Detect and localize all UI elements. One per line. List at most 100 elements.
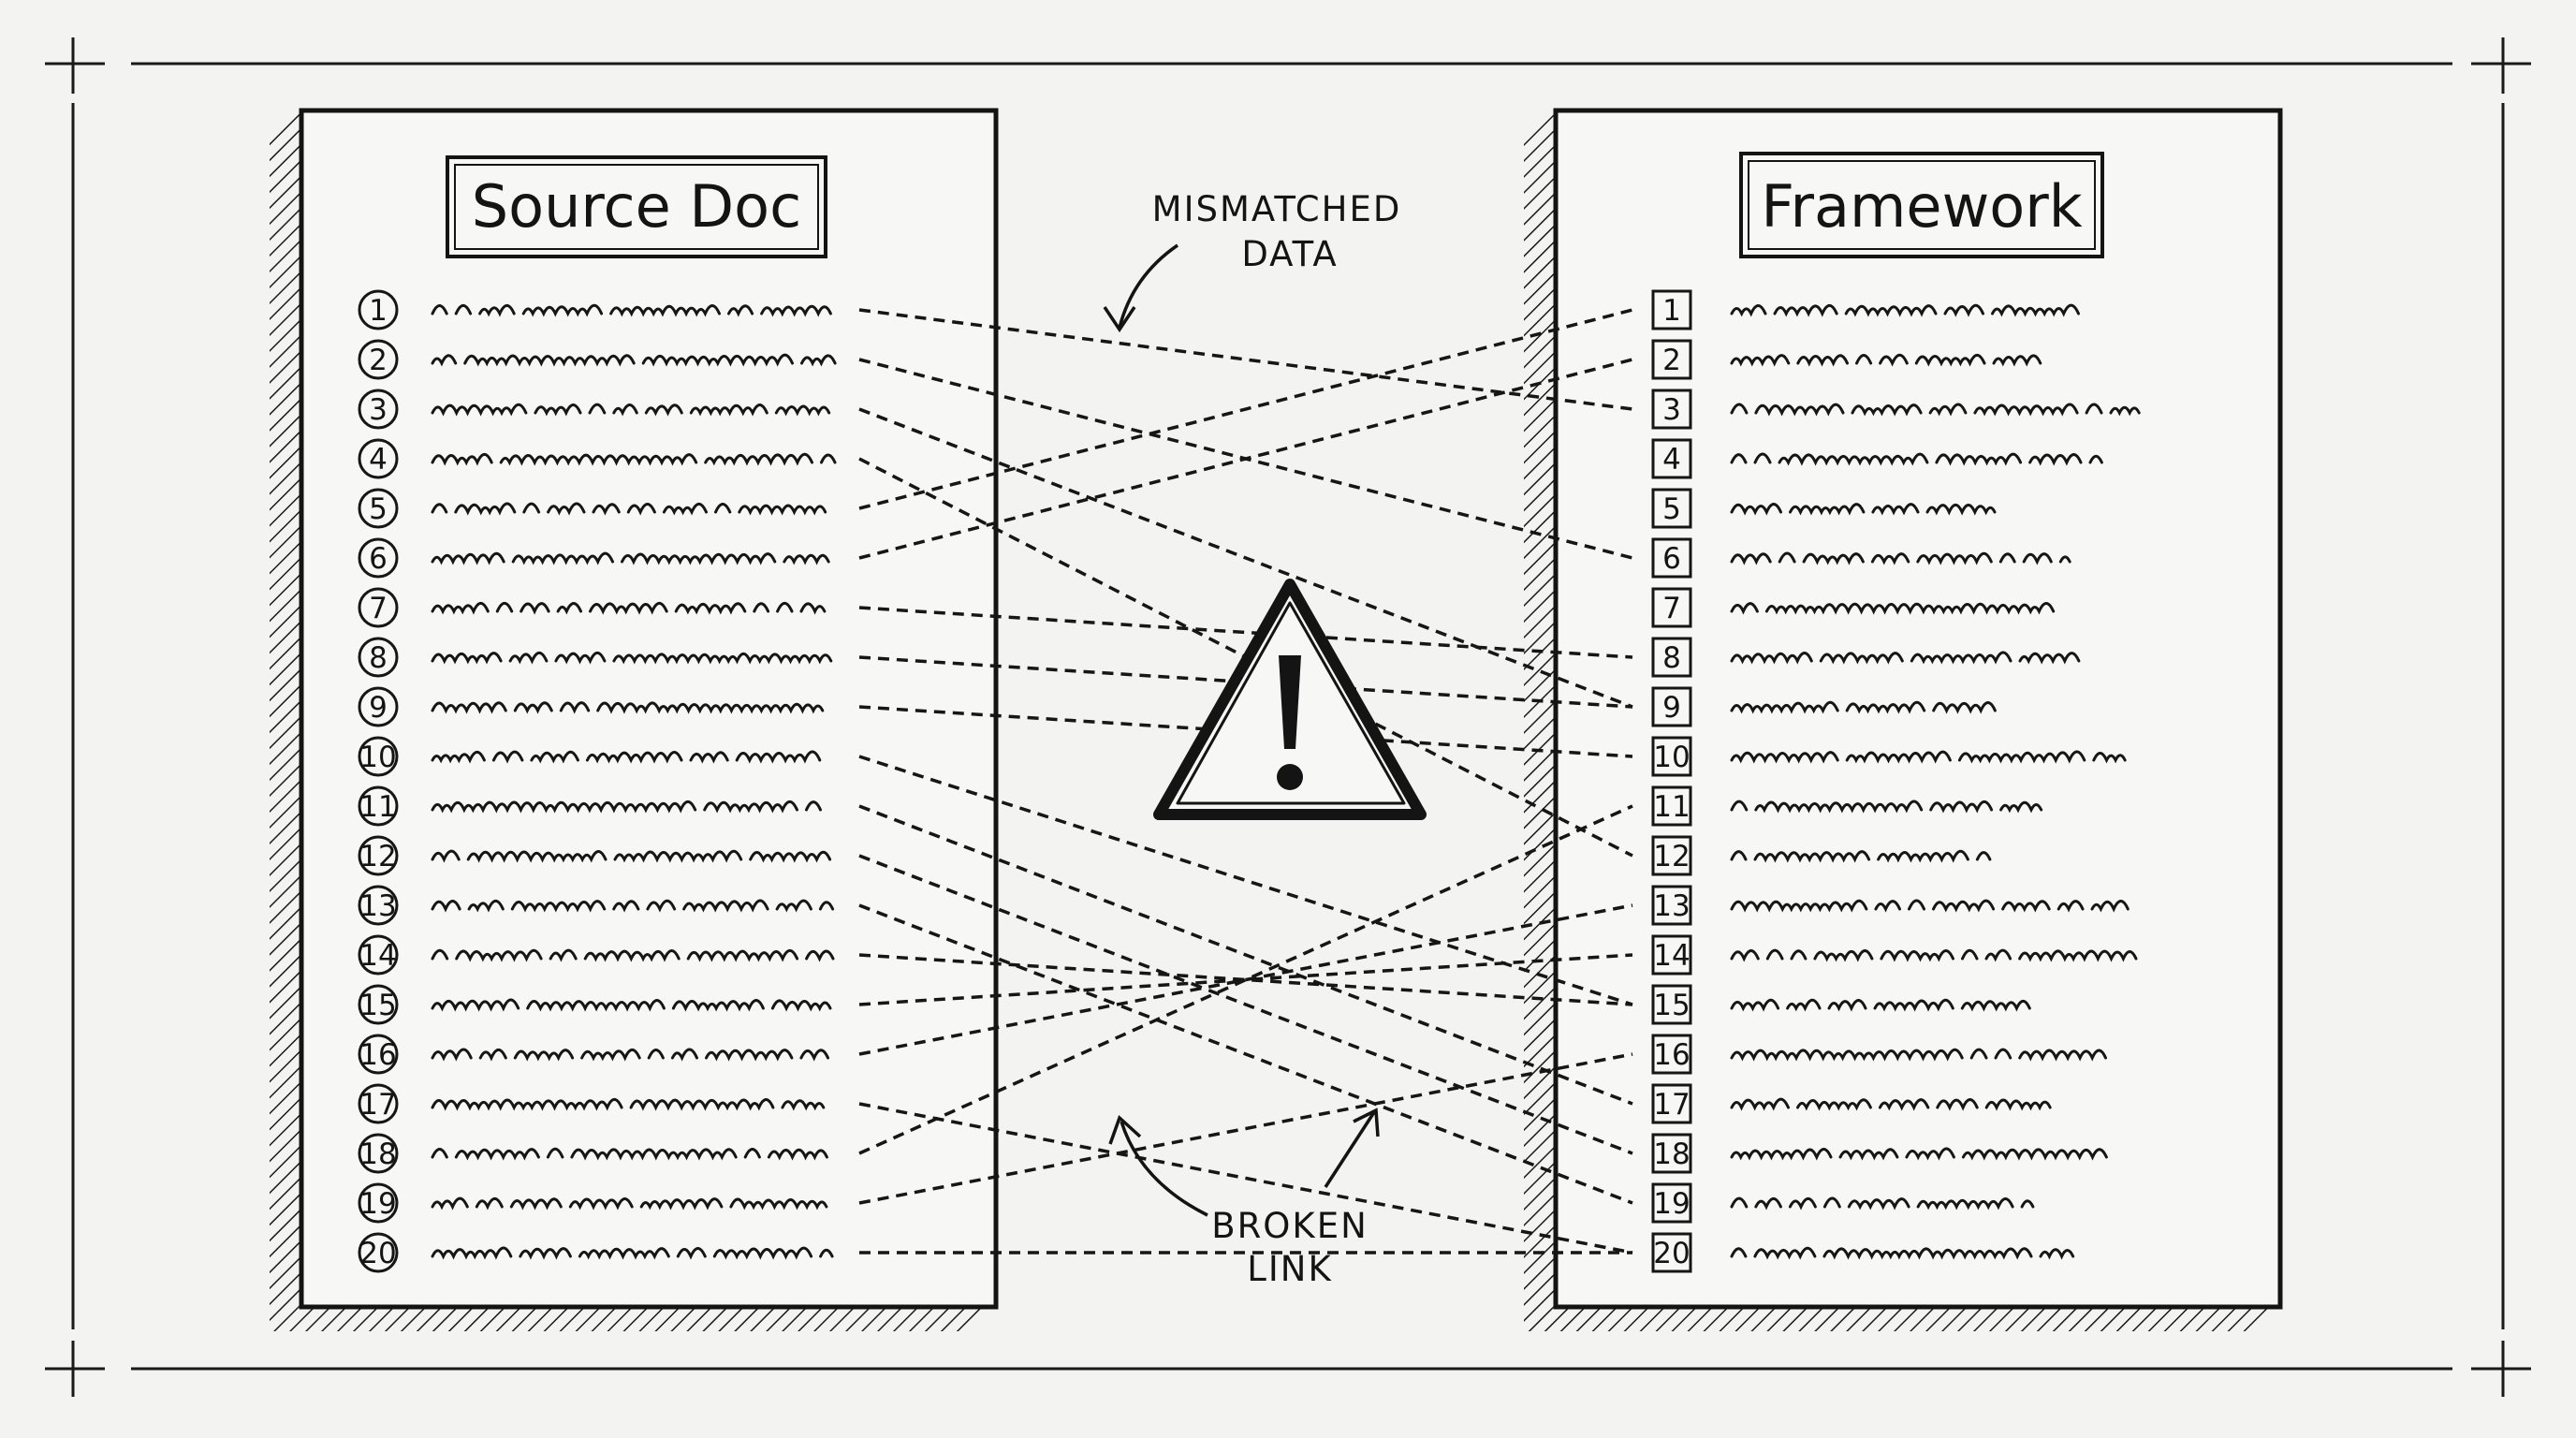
scribbled-text-line — [1730, 800, 2043, 814]
framework-list-item: 11 — [1651, 785, 2043, 827]
item-number-label: 10 — [359, 741, 396, 774]
scribbled-text-line — [1730, 948, 2138, 962]
mapping-link-line — [858, 903, 1633, 1056]
right-title-box — [1739, 152, 2104, 258]
scribbled-text-line — [431, 452, 837, 466]
framework-list-item: 20 — [1651, 1232, 2075, 1273]
broken-link-annotation: BROKEN LINK — [1108, 1108, 1380, 1289]
scribbled-text-line — [1730, 998, 2031, 1012]
corner-marks — [45, 37, 2531, 1397]
broken-arrow-right-head — [1353, 1108, 1380, 1137]
scribbled-text-line — [1730, 1196, 2035, 1211]
broken-arrow-left-head — [1108, 1114, 1142, 1145]
item-number-circle — [358, 835, 399, 876]
left-title-box — [446, 155, 827, 258]
item-number-label: 20 — [1653, 1237, 1690, 1270]
scribbled-text-line — [1730, 1048, 2107, 1062]
framework-list-item: 18 — [1651, 1133, 2115, 1174]
item-number-circle — [358, 587, 399, 628]
item-number-label: 16 — [1653, 1038, 1690, 1072]
framework-list-item: 6 — [1651, 537, 2071, 579]
item-number-label: 9 — [369, 691, 388, 725]
scribbled-text-line — [431, 701, 825, 714]
scribbled-text-line — [431, 601, 827, 615]
source-doc-panel: Source Doc 12345678910111213141516171819… — [270, 108, 999, 1331]
item-number-box — [1651, 438, 1692, 479]
mapping-link-line — [858, 705, 1633, 758]
mapping-link-line — [858, 308, 1633, 510]
source-list-item: 16 — [358, 1034, 838, 1075]
item-number-box — [1651, 885, 1692, 926]
item-number-box — [1651, 389, 1692, 430]
framework-list-item: 13 — [1651, 885, 2137, 926]
source-list-item: 1 — [358, 289, 832, 330]
item-number-label: 4 — [1662, 443, 1681, 477]
source-list-item: 10 — [358, 736, 829, 777]
mapping-link-line — [858, 358, 1633, 560]
scribbled-text-line — [431, 651, 833, 665]
item-number-box — [1651, 339, 1692, 380]
source-list-item: 2 — [358, 339, 837, 380]
framework-list-item: 4 — [1651, 438, 2103, 479]
mapping-link-line — [858, 903, 1633, 1205]
item-number-label: 12 — [359, 840, 396, 873]
scribbled-text-line — [1730, 849, 1992, 863]
scribbled-text-line — [431, 502, 827, 516]
item-number-circle — [358, 686, 399, 727]
source-list-item: 13 — [358, 885, 835, 926]
left-panel-shadow-bottom — [270, 1307, 996, 1331]
scribbled-text-line — [431, 899, 835, 913]
source-list-item: 3 — [358, 389, 831, 430]
framework-list-item: 14 — [1651, 934, 2138, 976]
item-number-circle — [358, 1133, 399, 1174]
item-number-box — [1651, 736, 1692, 777]
item-number-label: 17 — [1653, 1088, 1690, 1122]
item-number-label: 2 — [369, 344, 388, 377]
warning-triangle-icon — [1153, 579, 1427, 820]
item-number-circle — [358, 934, 399, 976]
item-number-label: 5 — [1662, 492, 1681, 526]
broken-label-line1: BROKEN — [1211, 1206, 1368, 1246]
left-title-box-inner — [454, 164, 819, 250]
framework-list-item: 7 — [1651, 587, 2063, 628]
item-number-box — [1651, 1083, 1692, 1124]
item-number-circle — [358, 537, 399, 579]
item-number-circle — [358, 389, 399, 430]
source-list-item: 14 — [358, 934, 835, 976]
framework-list-item: 1 — [1651, 289, 2087, 330]
item-number-box — [1651, 934, 1692, 976]
mapping-link-line — [858, 655, 1633, 709]
scribbled-text-line — [431, 849, 832, 863]
item-number-box — [1651, 1034, 1692, 1075]
item-number-label: 14 — [1653, 939, 1690, 973]
mapping-link-line — [858, 1102, 1633, 1255]
mismatched-arrow-head — [1103, 306, 1136, 333]
scribbled-text-line — [431, 1196, 828, 1211]
item-number-box — [1651, 984, 1692, 1025]
scribbled-text-line — [1730, 353, 2042, 367]
mapping-links — [858, 308, 1633, 1255]
item-number-circle — [358, 984, 399, 1025]
item-number-label: 4 — [369, 443, 388, 477]
framework-list-item: 2 — [1651, 339, 2042, 380]
item-number-circle — [358, 785, 399, 827]
source-list-item: 20 — [358, 1232, 834, 1273]
source-list-item: 6 — [358, 537, 830, 579]
right-panel-shadow-side — [1524, 110, 1556, 1314]
scribbled-text-line — [1730, 403, 2141, 417]
scribbled-text-line — [431, 1246, 834, 1260]
item-number-circle — [358, 1232, 399, 1273]
framework-list-item: 5 — [1651, 488, 1997, 529]
framework-panel: Framework 123456789101112131415161718192… — [1524, 108, 2283, 1331]
item-number-box — [1651, 289, 1692, 330]
framework-list-item: 12 — [1651, 835, 1992, 876]
item-number-box — [1651, 1182, 1692, 1224]
item-number-label: 2 — [1662, 344, 1681, 377]
left-panel-shadow-side — [270, 110, 301, 1314]
item-number-label: 18 — [359, 1137, 396, 1171]
item-number-label: 8 — [1662, 641, 1681, 675]
item-number-label: 8 — [369, 641, 388, 675]
item-number-label: 19 — [359, 1187, 396, 1221]
